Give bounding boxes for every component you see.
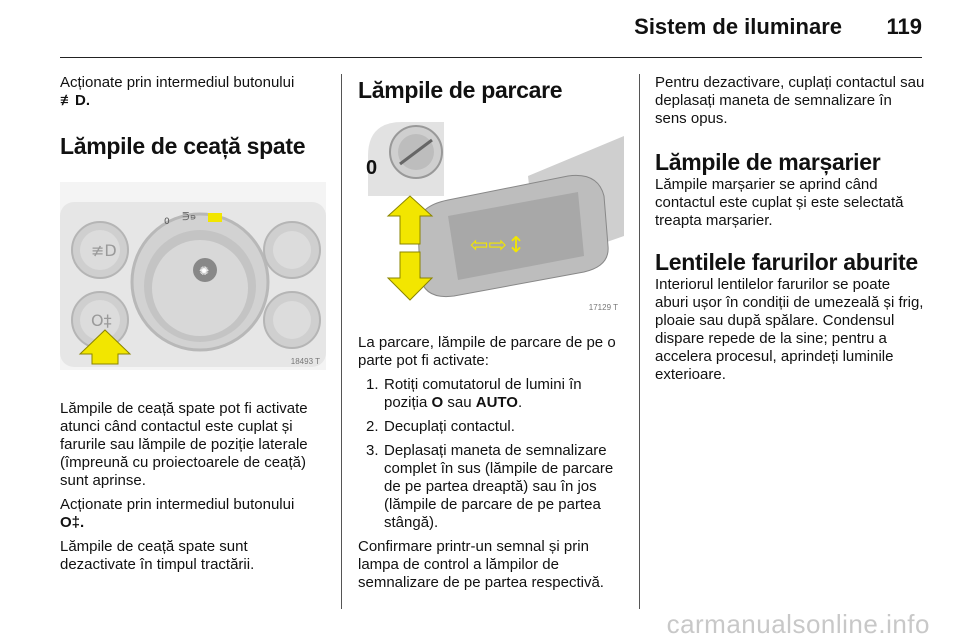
- svg-text:✺: ✺: [199, 264, 209, 278]
- rear-fog-paragraph-3: Lămpile de ceață spate sunt dezactivate …: [60, 538, 255, 573]
- parking-outro: Confirmare printr-un semnal și prin lamp…: [358, 538, 604, 591]
- intro-text-body: Acționate prin intermediul butonului: [60, 74, 295, 91]
- misted-lenses-paragraph: Interiorul lentilelor farurilor se poate…: [655, 276, 924, 383]
- page-header: Sistem de iluminare 119: [0, 0, 960, 60]
- step-text: Decuplați contactul.: [384, 418, 515, 435]
- reversing-lamps-paragraph: Lămpile marșarier se aprind când contact…: [655, 176, 904, 229]
- step-text: sau: [443, 394, 476, 411]
- rear-fog-paragraph-2-body: Acționate prin intermediul butonului: [60, 496, 295, 513]
- list-item: 2. Decuplați contactul.: [358, 418, 624, 436]
- svg-text:0: 0: [164, 217, 170, 227]
- step-text: Deplasați maneta de semnalizare complet …: [384, 442, 614, 531]
- step-number: 3.: [366, 442, 379, 459]
- column-1: Acționate prin intermediul butonului ≢D.…: [60, 74, 326, 580]
- watermark: carmanualsonline.info: [666, 609, 930, 639]
- indicator-stalk-illustration: 0 ⇦⇨↕: [366, 122, 624, 301]
- column-divider-1: [341, 74, 342, 609]
- figure-code: 17129 T: [588, 303, 618, 312]
- svg-text:≢D: ≢D: [91, 241, 117, 260]
- svg-text:⇦⇨↕: ⇦⇨↕: [470, 233, 525, 258]
- list-item: 3. Deplasați maneta de semnalizare compl…: [358, 442, 624, 532]
- list-item: 1. Rotiți comutatorul de lumini în poziț…: [358, 376, 624, 412]
- intro-text: Acționate prin intermediul butonului ≢D.: [60, 74, 326, 110]
- switch-position-label: 0: [366, 157, 377, 179]
- step-bold-position: O: [431, 394, 444, 411]
- svg-text:⋽⋼: ⋽⋼: [182, 212, 196, 223]
- figure-code: 18493 T: [290, 357, 320, 366]
- parking-steps-list: 1. Rotiți comutatorul de lumini în poziț…: [358, 376, 624, 532]
- step-text: .: [517, 394, 523, 411]
- column-3: Pentru dezactivare, cuplați contactul sa…: [655, 74, 925, 390]
- front-fog-icon: ≢D.: [60, 92, 90, 109]
- parking-lamps-heading: Lămpile de parcare: [358, 77, 563, 103]
- step-number: 2.: [366, 418, 379, 435]
- page-number: 119: [886, 14, 923, 39]
- parking-intro: La parcare, lămpile de parcare de pe o p…: [358, 334, 616, 369]
- column-2: Lămpile de parcare 0 ⇦⇨↕ 17129 T La parc…: [358, 74, 624, 598]
- rear-fog-icon: O‡.: [60, 514, 85, 531]
- step-text: Rotiți comutatorul de lumini în poziția: [384, 376, 582, 411]
- step-bold-auto: AUTO: [475, 394, 518, 411]
- step-number: 1.: [366, 376, 379, 393]
- section-title: Sistem de iluminare: [634, 14, 842, 39]
- fog-switch-illustration: ≢D O‡ ✺ 0 ⋽⋼: [60, 202, 326, 367]
- reversing-lamps-heading: Lămpile de marșarier: [655, 149, 881, 175]
- header-divider: [60, 57, 922, 58]
- indicator-stalk-figure: 0 ⇦⇨↕ 17129 T: [358, 116, 624, 316]
- rear-fog-paragraph-1: Lămpile de ceață spate pot fi activate a…: [60, 400, 308, 489]
- rear-fog-heading: Lămpile de ceață spate: [60, 133, 306, 159]
- deactivation-paragraph: Pentru dezactivare, cuplați contactul sa…: [655, 74, 925, 127]
- misted-lenses-heading: Lentilele farurilor aburite: [655, 249, 918, 275]
- column-divider-2: [639, 74, 640, 609]
- svg-text:O‡: O‡: [91, 311, 112, 330]
- fog-switch-figure: ≢D O‡ ✺ 0 ⋽⋼ 18493 T: [60, 182, 326, 370]
- rear-fog-paragraph-2: Acționate prin intermediul butonului O‡.: [60, 496, 326, 532]
